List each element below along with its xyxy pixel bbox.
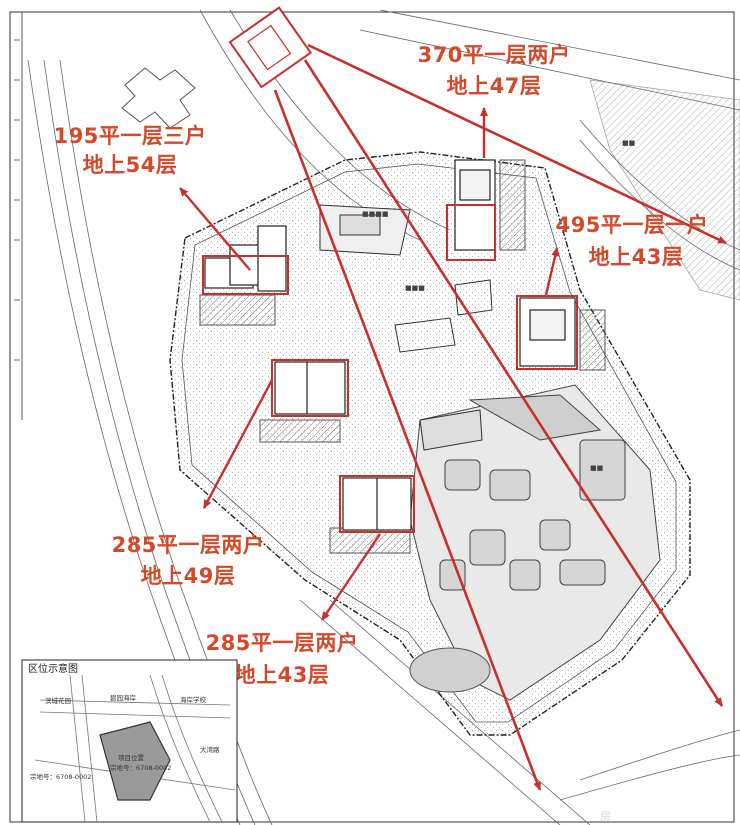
tower-t2-footprint: [446, 159, 496, 261]
watermark: 房: [600, 810, 611, 823]
tower-label-t1: 195平一层三户 地上54层: [54, 124, 207, 177]
tower-label-t4: 285平一层两户 地上49层: [112, 533, 265, 588]
tower-t4-footprint: [271, 359, 349, 417]
sight-lines: [273, 43, 727, 791]
plan-annotations: ■■■■ ■■■ ■■ ■■: [362, 139, 635, 472]
tower-t5-area: 285平一层两户: [206, 631, 359, 655]
location-map-label-site: 项目位置: [118, 753, 145, 762]
svg-text:■■: ■■: [590, 464, 603, 472]
viewpoint-marker: [228, 6, 313, 89]
location-map-label-ne: 海岸学校: [180, 695, 207, 704]
svg-text:■■: ■■: [622, 139, 635, 147]
location-map-label-nm: 碧园海岸: [110, 693, 137, 702]
tower-t5-floors: 地上43层: [235, 663, 330, 687]
location-map-site-code: 宗地号：6708-0002: [110, 763, 171, 772]
location-map-site: [99, 721, 171, 801]
location-map-title: 区位示意图: [28, 662, 78, 675]
tower-t4-area: 285平一层两户: [112, 533, 265, 557]
tower-t4-floors: 地上49层: [141, 564, 236, 588]
neighbor-building: [121, 67, 196, 129]
tower-t1-floors: 地上54层: [83, 153, 178, 177]
callout-arrows: [179, 107, 560, 621]
tower-t3-floors: 地上43层: [589, 245, 684, 269]
tower-footprints: [202, 159, 578, 533]
tower-t1-area: 195平一层三户: [54, 124, 207, 148]
location-map-inset: 区位示意图 滨城花园 碧园海岸 海岸学校 项目位置 宗地号：6708-0002 …: [21, 659, 238, 823]
tower-t2-area: 370平一层两户: [418, 43, 571, 67]
svg-text:■■■: ■■■: [405, 284, 425, 292]
location-map-legend: 宗地号：6708-0002: [30, 772, 91, 781]
tower-label-t2: 370平一层两户 地上47层: [418, 43, 571, 98]
tower-t3-footprint: [516, 295, 578, 370]
hatched-field: [589, 79, 740, 301]
location-map-label-nw: 滨城花园: [45, 696, 71, 705]
tower-t3-area: 495平一层一户: [556, 213, 709, 237]
tower-t5-footprint: [339, 475, 415, 533]
tower-label-t5: 285平一层两户 地上43层: [206, 631, 359, 687]
location-map-label-east: 大湾路: [200, 745, 220, 754]
frame-side-marks: [14, 39, 20, 361]
svg-text:■■■■: ■■■■: [362, 210, 388, 218]
landscape-zone: [409, 384, 661, 701]
tower-label-t3: 495平一层一户 地上43层: [556, 213, 709, 269]
tower-t2-floors: 地上47层: [447, 74, 542, 98]
